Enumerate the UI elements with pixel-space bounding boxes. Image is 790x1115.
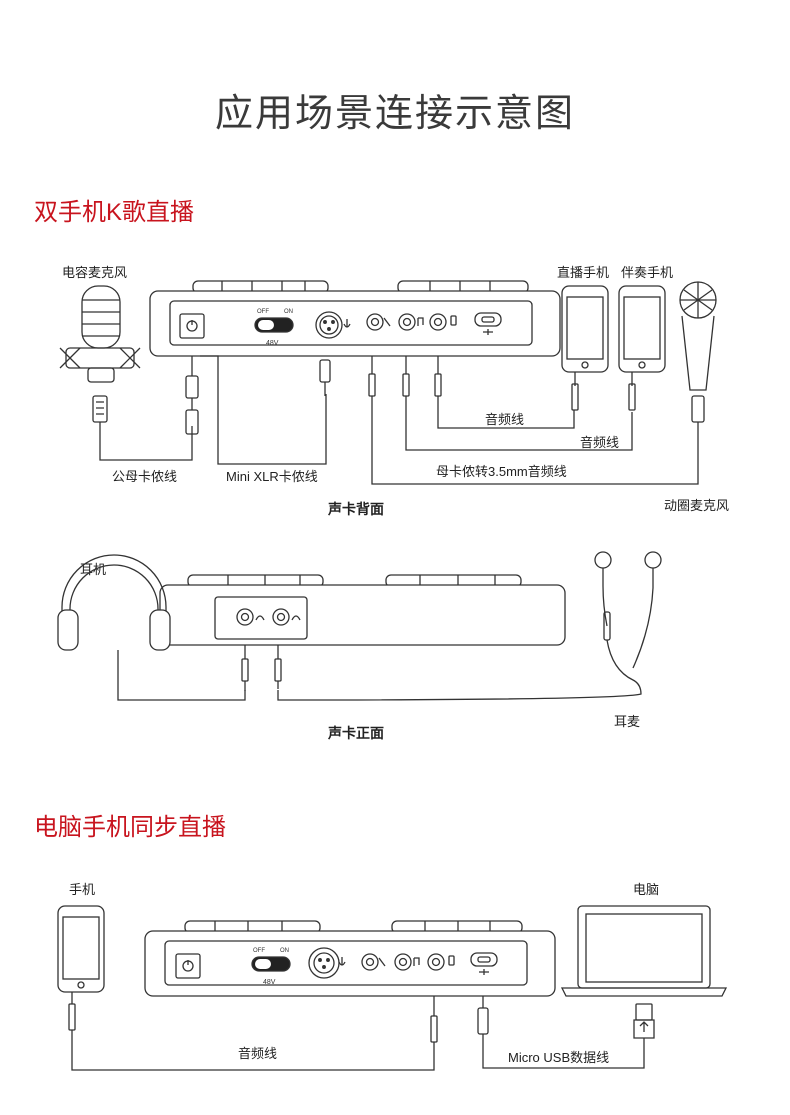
- computer-label: 电脑: [633, 882, 660, 897]
- condenser-mic: [59, 285, 141, 423]
- xlr-input: [315, 311, 343, 339]
- laptop: [482, 905, 728, 1069]
- page-title: 应用场景连接示意图: [214, 93, 575, 135]
- earphones-label: 耳麦: [614, 714, 641, 729]
- phone-scene2: [57, 905, 438, 1071]
- usb-icon: [483, 329, 493, 335]
- phantom-text: 48V: [266, 340, 279, 347]
- cable-audio-1-label: 音频线: [485, 412, 525, 427]
- switch-on-text-2: ON: [280, 948, 289, 954]
- music-icon: [417, 317, 424, 326]
- dynamic-mic-label: 动圈麦克风: [664, 498, 730, 513]
- switch-off-text-2: OFF: [253, 948, 265, 954]
- scene1-heading: 双手机K歌直播: [34, 199, 195, 226]
- cable-male-female-label: 公母卡侬线: [112, 469, 178, 484]
- soundcard-back: [149, 280, 561, 357]
- soundcard-front: [159, 574, 566, 646]
- phantom-text-2: 48V: [263, 979, 276, 986]
- phone-live: [561, 285, 609, 411]
- phone-icon: [450, 315, 457, 326]
- dynamic-mic: [679, 281, 717, 430]
- power-button: [179, 313, 205, 339]
- soundcard-scene2: [144, 920, 556, 997]
- switch-on-text: ON: [284, 309, 293, 315]
- back-caption: 声卡背面: [328, 501, 384, 517]
- front-caption: 声卡正面: [328, 725, 384, 741]
- scene2-heading: 电脑手机同步直播: [34, 814, 226, 841]
- mic-icon: [383, 317, 391, 327]
- cable-usb-label: Micro USB数据线: [508, 1050, 610, 1065]
- phone-accomp-label: 伴奏手机: [621, 265, 674, 280]
- earphones: [277, 551, 662, 701]
- cable-xlr-35-label: 母卡侬转3.5mm音频线: [436, 464, 567, 479]
- condenser-mic-label: 电容麦克风: [62, 265, 128, 280]
- phone-label: 手机: [69, 882, 96, 897]
- headphones: [57, 554, 246, 701]
- phone-live-label: 直播手机: [557, 265, 610, 280]
- phone-accomp: [618, 285, 666, 411]
- cable-mini-xlr-label: Mini XLR卡侬线: [226, 469, 318, 484]
- cable-audio-label: 音频线: [238, 1046, 278, 1061]
- switch-off-text: OFF: [257, 309, 269, 315]
- cable-audio-2-label: 音频线: [580, 435, 620, 450]
